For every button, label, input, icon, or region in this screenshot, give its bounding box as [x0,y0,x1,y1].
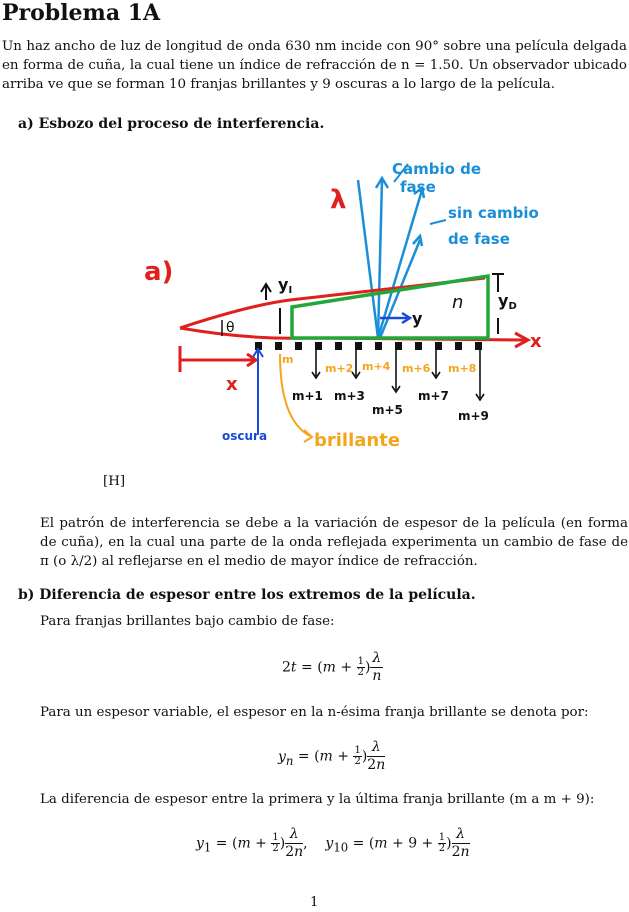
y-d-label: yD [498,291,517,312]
bright-label: m+4 [362,360,391,373]
cambio-label-2: fase [400,178,436,196]
paragraph-3: Para un espesor variable, el espesor en … [40,705,589,720]
page-title: Problema 1A [2,0,161,26]
bright-label: m+8 [448,362,476,375]
n-label: n [452,292,463,313]
dark-label: m+7 [418,389,449,403]
sin-label-1: sin cambio [448,204,539,222]
section-b-heading: b) Diferencia de espesor entre los extre… [18,587,476,603]
paragraph-1: El patrón de interferencia se debe a la … [40,516,628,569]
y-arrow-label: y [412,309,423,328]
brillante-label: brillante [314,430,400,451]
sin-label-2: de fase [448,230,510,248]
section-a-heading: a) Esbozo del proceso de interferencia. [18,116,325,132]
bright-label: m+2 [325,362,353,375]
bright-label: m+6 [402,362,431,375]
page-number: 1 [310,895,319,910]
figure-label-a: a) [144,257,173,287]
fringe-marks [255,342,482,350]
cambio-label-1: Cambio de [392,160,481,178]
paragraph-2: Para franjas brillantes bajo cambio de f… [40,614,335,629]
y-i-label: yI [278,275,292,296]
figure-placement: [H] [103,474,126,489]
theta-label: θ [226,320,235,336]
dark-label: m+1 [292,389,323,403]
interference-sketch: a) λ Cambio de fase sin cambio de fase x… [144,160,542,451]
dark-label: m+3 [334,389,365,403]
bright-label: m [282,353,293,366]
oscura-label: oscura [222,429,267,443]
paragraph-4: La diferencia de espesor entre la primer… [40,792,595,807]
x-length-label: x [226,374,238,395]
lambda-label: λ [330,185,346,215]
intro-paragraph: Un haz ancho de luz de longitud de onda … [2,39,627,92]
bright-fringe-labels: m m+2 m+4 m+6 m+8 [282,353,476,375]
x-axis-label: x [530,331,542,352]
dark-fringe-labels: m+1 m+3 m+5 m+7 m+9 [292,389,489,423]
dark-label: m+9 [458,409,489,423]
dark-label: m+5 [372,403,403,417]
